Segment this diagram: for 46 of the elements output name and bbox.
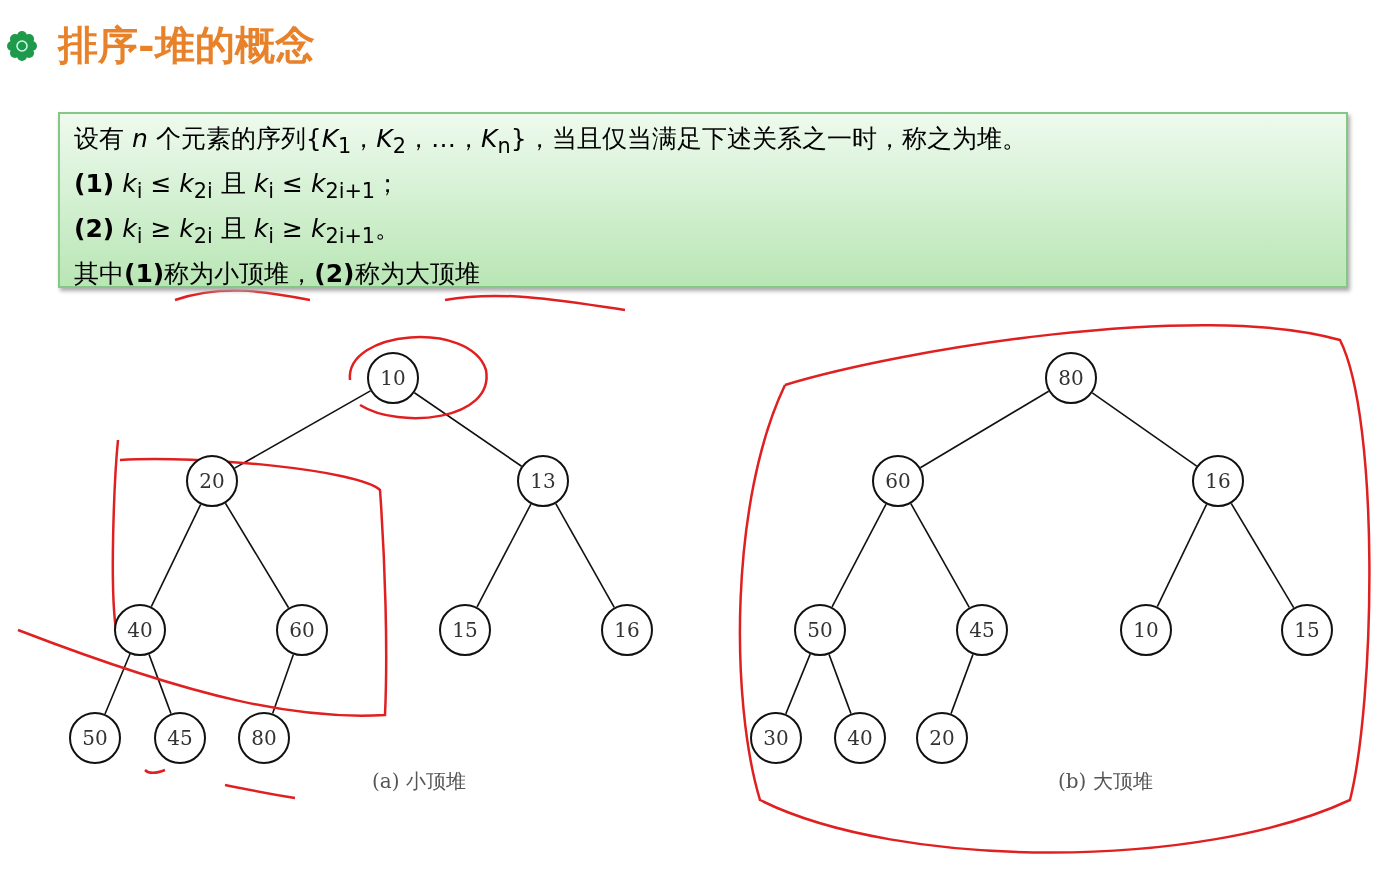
- tree-node: 60: [276, 604, 328, 656]
- tree-node: 50: [69, 712, 121, 764]
- tree-edge: [1091, 392, 1198, 467]
- slide-title: 排序-堆的概念: [58, 20, 315, 70]
- tree-node: 30: [750, 712, 802, 764]
- tree-node: 15: [1281, 604, 1333, 656]
- tree-node: 20: [916, 712, 968, 764]
- definition-text: 设有 n 个元素的序列{K$_{1}$，K$_{2}$，…，K$_{n}$}，当且仅当满足下述关系之一时，称之为堆。: [74, 123, 1028, 160]
- tree-edge: [148, 653, 172, 715]
- definition-box: [58, 112, 1348, 288]
- tree-edge: [413, 391, 523, 468]
- tree-node: 45: [154, 712, 206, 764]
- tree-node: 50: [794, 604, 846, 656]
- tree-node: 10: [367, 352, 419, 404]
- tree-node: 15: [439, 604, 491, 656]
- tree-node: 40: [834, 712, 886, 764]
- tree-edge: [104, 653, 131, 715]
- tree-node: 20: [186, 455, 238, 507]
- tree-edge: [919, 390, 1050, 469]
- tree-edge: [1156, 503, 1208, 608]
- tree-edge: [271, 653, 295, 715]
- tree-edge: [909, 502, 971, 609]
- tree-node: 60: [872, 455, 924, 507]
- tree-edge: [828, 653, 852, 715]
- tree-edge: [785, 653, 811, 715]
- tree-node: 40: [114, 604, 166, 656]
- figure-caption: (b) 大顶堆: [1058, 768, 1153, 795]
- tree-edge: [476, 503, 532, 608]
- tree-edge: [233, 390, 372, 469]
- tree-node: 13: [517, 455, 569, 507]
- tree-edge: [554, 502, 616, 609]
- definition-text: (2) k$_{i}$ ≥ k$_{2i}$ 且 k$_{i}$ ≥ k$_{2i+1}$。: [74, 213, 402, 250]
- tree-edge: [150, 503, 202, 608]
- tree-node: 10: [1120, 604, 1172, 656]
- tree-edge: [950, 653, 974, 715]
- tree-edge: [224, 502, 290, 609]
- tree-node: 16: [601, 604, 653, 656]
- definition-text: (1) k$_{i}$ ≤ k$_{2i}$ 且 k$_{i}$ ≤ k$_{2i+1}$；: [74, 168, 402, 205]
- tree-node: 16: [1192, 455, 1244, 507]
- tree-edge: [831, 503, 887, 608]
- figure-caption: (a) 小顶堆: [372, 768, 466, 795]
- definition-text: 其中(1)称为小顶堆，(2)称为大顶堆: [74, 258, 481, 290]
- tree-node: 80: [1045, 352, 1097, 404]
- tree-node: 45: [956, 604, 1008, 656]
- tree-edge: [1230, 502, 1295, 609]
- tree-node: 80: [238, 712, 290, 764]
